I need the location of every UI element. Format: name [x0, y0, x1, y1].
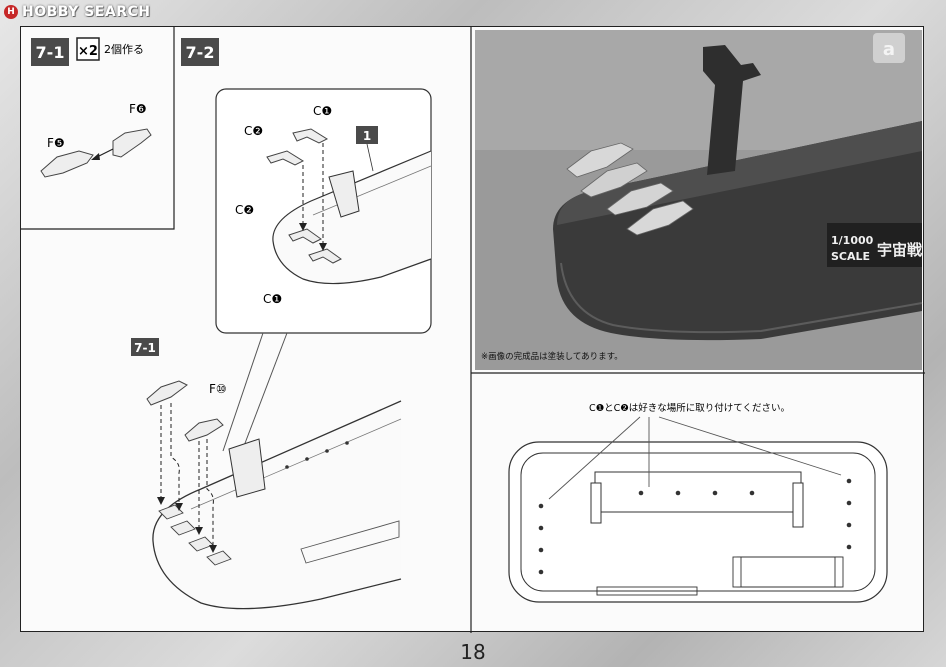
peg-hole [538, 503, 544, 509]
part-c2-top [266, 150, 305, 166]
watermark-text: HOBBY SEARCH [22, 4, 151, 20]
page-number: 18 [460, 640, 486, 664]
plan-stand-foot [792, 482, 804, 528]
arrow-head-icon [195, 527, 203, 535]
plan-base-outer [508, 441, 888, 603]
ship-photo [606, 182, 674, 216]
part-label-c1-top: C❶ [313, 104, 332, 118]
ref1-leader [366, 143, 374, 172]
ref1-badge [356, 126, 378, 144]
stand-arm-photo [703, 45, 761, 175]
ship-f5-drawing [146, 380, 188, 406]
multiplier-box [76, 37, 100, 61]
peg-hole [538, 525, 544, 531]
ref71-badge [131, 338, 159, 356]
step72-panel: 7-2 1 C❶ C❷ C❷ C❶ [181, 38, 432, 460]
part-label-c2-bottom: C❷ [235, 203, 254, 217]
display-base-photo [553, 121, 922, 341]
plan-view-panel: C❶とC❷は好きな場所に取り付けてください。 [508, 402, 888, 603]
arrow-head-icon [91, 153, 100, 160]
zoom-stand-block [328, 170, 360, 218]
peg-hole [846, 500, 852, 506]
peg-hole [538, 547, 544, 553]
peg-hole [285, 465, 289, 469]
peg-hole [846, 522, 852, 528]
plan-plate-foot [834, 556, 844, 588]
plan-stand-foot [590, 482, 602, 524]
zoom-base-corner [272, 150, 432, 285]
part-f5-drawing [40, 150, 94, 178]
ship-photo [580, 162, 648, 198]
part-c2-bottom [288, 228, 322, 244]
arrow-head-icon [299, 223, 307, 231]
scale-plate [827, 223, 922, 267]
nameplate-text: 宇宙戦 [877, 241, 923, 259]
peg-hole [675, 490, 681, 496]
scale-word: SCALE [831, 250, 870, 263]
photo-caption: ※画像の完成品は塗装してあります。 [481, 351, 623, 362]
main-base-diagram: 7-1 F⑩ [131, 338, 402, 610]
peg-hole [345, 441, 349, 445]
peg-hole [846, 478, 852, 484]
arrow-head-icon [319, 243, 327, 251]
ship-f10-drawing [184, 418, 224, 442]
part-label-f5: F❺ [47, 136, 65, 150]
photo-panel: a 1/1000 SCALE 宇宙戦 ※画像の完成品は塗装してあります。 [475, 30, 923, 370]
step72-badge-text: 7-2 [186, 43, 215, 62]
ref1-text: 1 [363, 129, 371, 143]
guide-dash [206, 439, 214, 549]
step72-badge [181, 38, 219, 66]
plan-leader [658, 416, 842, 476]
step71-box [21, 27, 175, 230]
zoom-leader-left [222, 332, 264, 452]
step71-panel: 7-1 ×2 2個作る F❻ F❺ [31, 37, 152, 178]
base-stand-block [228, 438, 266, 498]
arrow-head-icon [175, 503, 183, 511]
part-label-f10: F⑩ [209, 382, 227, 396]
step71-badge [31, 38, 69, 66]
base-top-edge [190, 418, 402, 510]
guide-dash [170, 403, 180, 506]
plan-note: C❶とC❷は好きな場所に取り付けてください。 [589, 402, 790, 414]
photo-light [475, 30, 922, 150]
base-front-slot [300, 520, 400, 564]
plan-leader [548, 416, 641, 500]
zoom-base-edge [312, 165, 432, 216]
part-c1-bottom [308, 248, 342, 264]
ref71-text: 7-1 [134, 341, 156, 355]
peg-hole [712, 490, 718, 496]
part-label-c1-bottom: C❶ [263, 292, 282, 306]
base-peg [206, 550, 232, 566]
make-two-note: 2個作る [104, 43, 144, 56]
part-label-f6: F❻ [129, 102, 147, 116]
base-peg [158, 504, 184, 520]
part-label-c2-top: C❷ [244, 124, 263, 138]
arrow-head-icon [157, 497, 165, 505]
peg-hole [305, 457, 309, 461]
hobby-search-logo-icon: H [4, 5, 18, 19]
zoom-leader-right [238, 332, 288, 460]
instruction-page: 7-1 ×2 2個作る F❻ F❺ 7-2 1 [20, 26, 925, 633]
ship-photo [626, 200, 694, 236]
arrow-head-icon [209, 545, 217, 553]
peg-hole [846, 544, 852, 550]
peg-hole [638, 490, 644, 496]
base-peg [170, 520, 196, 536]
part-c1-top [292, 128, 329, 144]
watermark: H HOBBY SEARCH [4, 4, 150, 20]
photo-corner-letter: a [883, 39, 895, 60]
peg-hole [749, 490, 755, 496]
plan-plate-foot [732, 556, 742, 588]
plan-base-inner [520, 452, 876, 592]
part-f6-drawing [112, 128, 152, 158]
plan-front-slot [596, 586, 698, 596]
photo-corner-tab [873, 33, 905, 63]
multiplier-text: ×2 [78, 44, 98, 59]
scale-ratio: 1/1000 [831, 234, 874, 247]
step71-badge-text: 7-1 [36, 43, 65, 62]
peg-hole [538, 569, 544, 575]
display-base-rim [560, 262, 923, 334]
ship-photo [566, 142, 634, 178]
peg-hole [325, 449, 329, 453]
